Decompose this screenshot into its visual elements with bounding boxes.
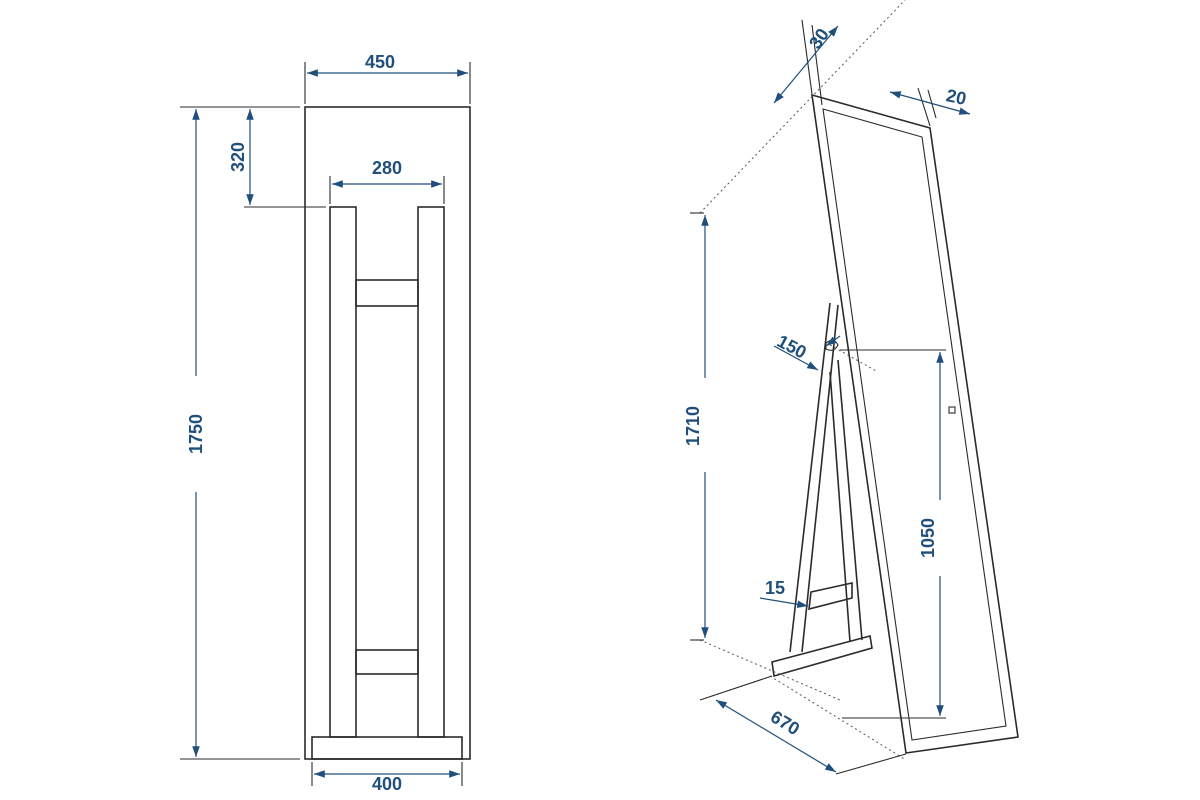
dim-30-label: 30 (805, 25, 833, 53)
dim-15-label: 15 (765, 578, 785, 598)
dim-1750-label: 1750 (186, 414, 206, 454)
mirror-glass-inner (822, 108, 1007, 741)
front-view: 450 1750 320 280 400 (180, 52, 471, 794)
dim-1710-label: 1710 (683, 406, 703, 446)
dim-30-line (773, 25, 839, 104)
left-leg (329, 206, 357, 738)
dim-15-line (759, 597, 809, 608)
dim-150-line (773, 345, 819, 371)
dim-280-label: 280 (372, 158, 402, 178)
stand-leg-rear (789, 302, 831, 653)
dim-20-label: 20 (944, 85, 968, 109)
side-base (771, 635, 873, 678)
dim-450-label: 450 (365, 52, 395, 72)
side-crossbar (808, 582, 853, 611)
dim-1050-label: 1050 (918, 518, 938, 558)
dim-400-label: 400 (372, 774, 402, 794)
dim-670-line (715, 699, 837, 773)
stand-leg-front (837, 359, 863, 641)
front-base (311, 736, 463, 760)
sensor-icon (948, 406, 956, 414)
right-leg (417, 206, 445, 738)
lower-crossbar (355, 649, 419, 675)
mirror-frame-outer (811, 93, 1019, 754)
side-view: 30 20 1710 150 1050 15 670 (683, 0, 1019, 775)
dim-150-label: 150 (774, 331, 810, 363)
dim-20-line (889, 91, 971, 115)
dim-320-label: 320 (228, 142, 248, 172)
upper-crossbar (355, 279, 419, 307)
